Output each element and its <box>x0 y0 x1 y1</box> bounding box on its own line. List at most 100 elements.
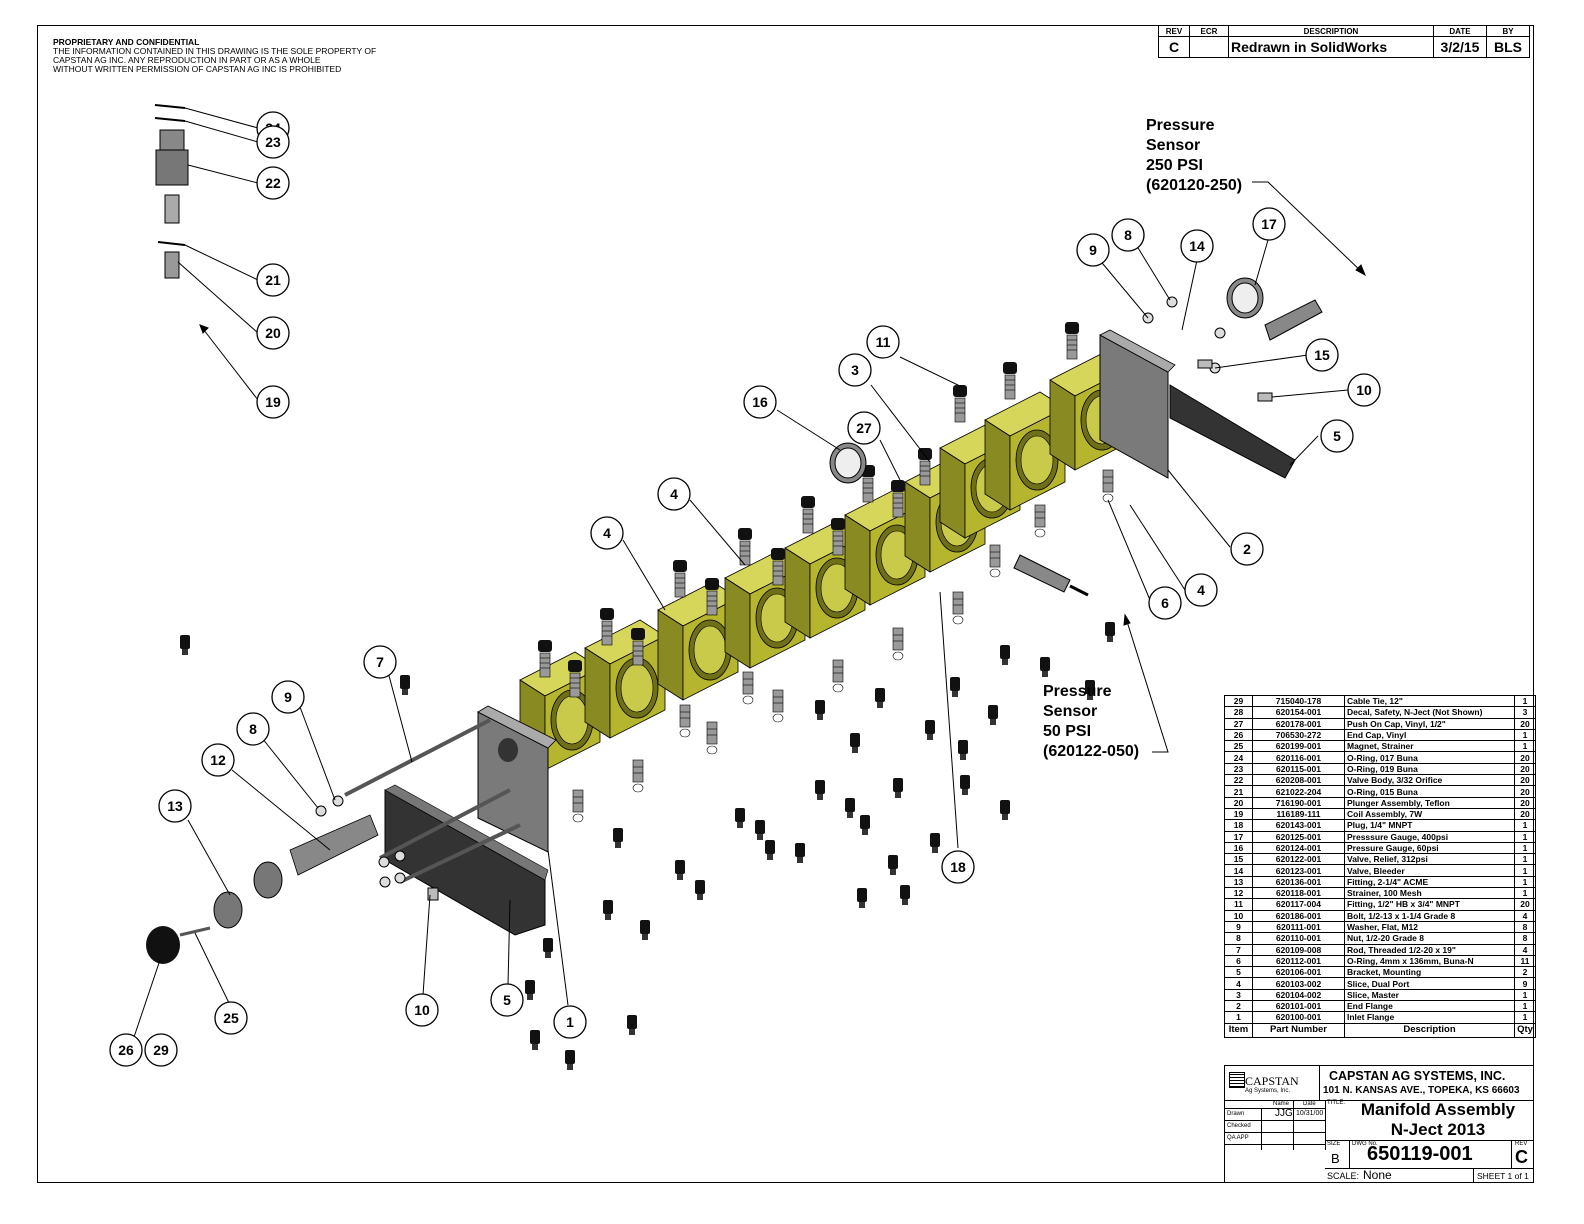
bom-part-number: 620199-001 <box>1252 740 1345 753</box>
size-value: B <box>1331 1151 1340 1166</box>
balloon-label: 19 <box>265 394 281 410</box>
bom-qty: 4 <box>1514 943 1536 956</box>
balloon-8: 8 <box>236 712 270 746</box>
bom-qty: 20 <box>1514 762 1536 776</box>
bom-part-number: 620178-001 <box>1252 717 1345 730</box>
balloon-21: 21 <box>256 263 290 297</box>
bom-part-number: 620136-001 <box>1252 875 1345 889</box>
balloon-16: 16 <box>743 385 777 419</box>
balloon-29: 29 <box>144 1033 178 1067</box>
end-flange <box>1099 329 1176 479</box>
bom-qty: 1 <box>1514 853 1536 866</box>
balloon-label: 11 <box>876 334 891 350</box>
bom-item: 18 <box>1224 819 1253 832</box>
bom-part-number: 620101-001 <box>1252 1000 1345 1013</box>
bom-description: Push On Cap, Vinyl, 1/2" <box>1344 717 1515 730</box>
bom-description: O-Ring, 015 Buna <box>1344 785 1515 798</box>
bom-part-number: 621022-204 <box>1252 785 1345 798</box>
bom-qty: 1 <box>1514 864 1536 877</box>
callout-line: (620120-250) <box>1146 177 1243 194</box>
bom-description: Slice, Dual Port <box>1344 977 1515 990</box>
notice-line: CAPSTAN AG INC. ANY REPRODUCTION IN PART… <box>53 55 321 65</box>
notice-heading: PROPRIETARY AND CONFIDENTIAL <box>53 37 200 47</box>
notice-line: THE INFORMATION CONTAINED IN THIS DRAWIN… <box>53 46 377 56</box>
leader-lines <box>132 107 1349 1041</box>
bom-part-number: 620104-002 <box>1252 988 1345 1002</box>
bom-item: 4 <box>1224 977 1253 990</box>
balloon-22: 22 <box>256 166 290 200</box>
valve-detail <box>154 104 189 279</box>
balloon-label: 9 <box>284 689 292 705</box>
description-value: Redrawn in SolidWorks <box>1228 36 1434 58</box>
balloon-3: 3 <box>838 353 872 387</box>
scale-label: SCALE: <box>1327 1171 1360 1181</box>
hardware-left <box>315 795 439 901</box>
bom-qty: 20 <box>1514 774 1536 787</box>
bom-qty: 2 <box>1514 966 1536 979</box>
bom-item: 12 <box>1224 887 1253 900</box>
date-value: 3/2/15 <box>1433 36 1487 58</box>
balloon-6: 6 <box>1148 586 1182 620</box>
bom-description: Magnet, Strainer <box>1344 740 1515 753</box>
callout-arrows <box>199 181 1366 753</box>
bom-item: 7 <box>1224 943 1253 956</box>
bom-part-number: 715040-178 <box>1252 694 1345 708</box>
bom-description: Plunger Assembly, Teflon <box>1344 796 1515 809</box>
balloon-19: 19 <box>256 385 290 419</box>
bom-qty: 1 <box>1514 728 1536 742</box>
bom-description: Pressure Gauge, 60psi <box>1344 841 1515 855</box>
bom-part-number: 620143-001 <box>1252 819 1345 832</box>
bom-description: Bracket, Mounting <box>1344 966 1515 979</box>
balloon-10: 10 <box>1347 373 1381 407</box>
drawn-name: JJG <box>1275 1108 1293 1119</box>
bom-qty: 20 <box>1514 717 1536 730</box>
bom-qty: 1 <box>1514 988 1536 1002</box>
balloon-label: 15 <box>1314 347 1330 363</box>
bom-header: Part Number <box>1252 1022 1345 1038</box>
bom-item: 10 <box>1224 909 1253 922</box>
bom-description: Slice, Master <box>1344 988 1515 1002</box>
callout-line: 250 PSI <box>1146 157 1203 174</box>
balloon-label: 27 <box>856 420 872 436</box>
bom-qty: 1 <box>1514 740 1536 753</box>
balloon-label: 18 <box>950 859 966 875</box>
balloon-label: 10 <box>414 1002 430 1018</box>
balloon-2: 2 <box>1230 532 1264 566</box>
balloon-label: 17 <box>1261 216 1277 232</box>
bom-part-number: 620186-001 <box>1252 909 1345 922</box>
scale-row: SCALE: None SHEET 1 of 1 <box>1325 1168 1533 1183</box>
balloon-14: 14 <box>1180 229 1214 263</box>
balloon-label: 21 <box>265 272 281 288</box>
bom-qty: 1 <box>1514 1000 1536 1013</box>
company-address: 101 N. KANSAS AVE., TOPEKA, KS 66603 <box>1323 1085 1520 1096</box>
bom-part-number: 620100-001 <box>1252 1011 1345 1024</box>
balloon-label: 9 <box>1089 242 1097 258</box>
bom-qty: 8 <box>1514 920 1536 934</box>
bom-header: Description <box>1344 1022 1515 1038</box>
bom-part-number: 620116-001 <box>1252 751 1345 764</box>
bom-item: 1 <box>1224 1011 1253 1024</box>
bom-part-number: 620110-001 <box>1252 932 1345 945</box>
callout-line: Sensor <box>1043 703 1098 720</box>
balloon-9: 9 <box>271 680 305 714</box>
bom-qty: 3 <box>1514 706 1536 719</box>
bom-description: O-Ring, 017 Buna <box>1344 751 1515 764</box>
revision-table: REV ECR DESCRIPTION DATE BY C Redrawn in… <box>1158 25 1530 58</box>
bom-item: 14 <box>1224 864 1253 877</box>
bom-description: Fitting, 1/2" HB x 3/4" MNPT <box>1344 898 1515 911</box>
bom-qty: 1 <box>1514 841 1536 855</box>
balloon-label: 20 <box>265 325 281 341</box>
bom-item: 13 <box>1224 875 1253 889</box>
